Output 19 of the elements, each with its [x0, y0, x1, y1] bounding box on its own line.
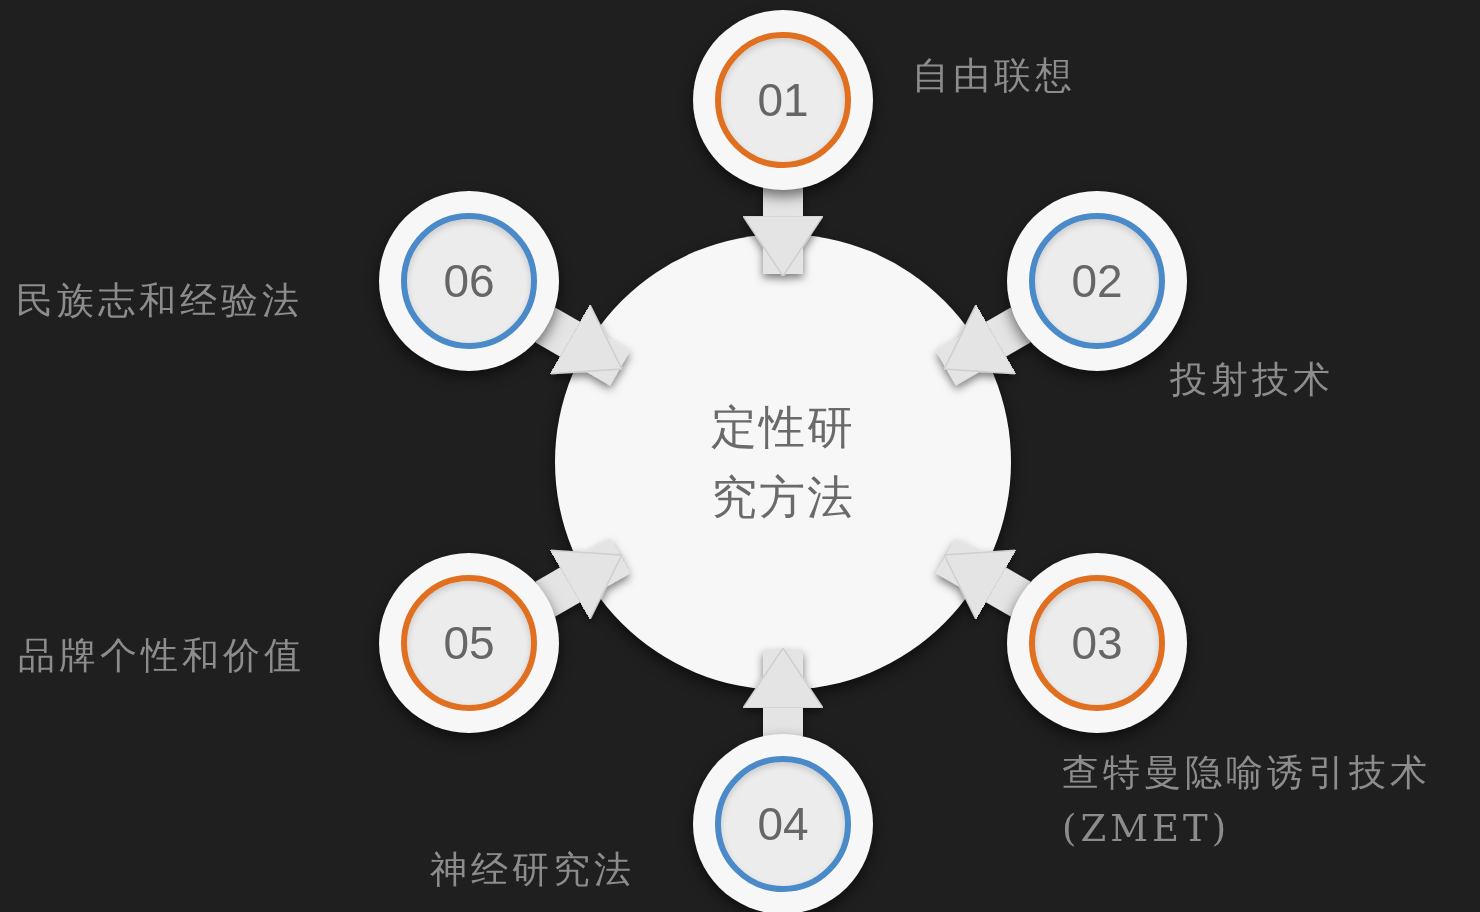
step-number: 02 — [1071, 254, 1123, 308]
method-label: 投射技术 — [1170, 357, 1335, 403]
title-text: 定性研究方法 — [710, 399, 856, 526]
method-label: 民族志和经验法 — [16, 278, 304, 324]
method-label: 自由联想 — [912, 53, 1077, 99]
method-label: 神经研究法 — [430, 847, 636, 893]
step-number: 04 — [757, 797, 809, 851]
block-arrow — [935, 303, 1031, 386]
block-arrow — [935, 538, 1031, 621]
step-number: 06 — [443, 254, 495, 308]
block-arrow — [742, 647, 824, 736]
step-number: 05 — [443, 616, 495, 670]
method-label: 查特曼隐喻诱引技术 (ZMET) — [1062, 750, 1432, 852]
step-number: 03 — [1071, 616, 1123, 670]
step-number: 01 — [757, 73, 809, 127]
block-arrow — [742, 188, 824, 277]
block-arrow — [535, 303, 631, 386]
block-arrow — [535, 538, 631, 621]
method-label: 品牌个性和价值 — [18, 633, 306, 679]
